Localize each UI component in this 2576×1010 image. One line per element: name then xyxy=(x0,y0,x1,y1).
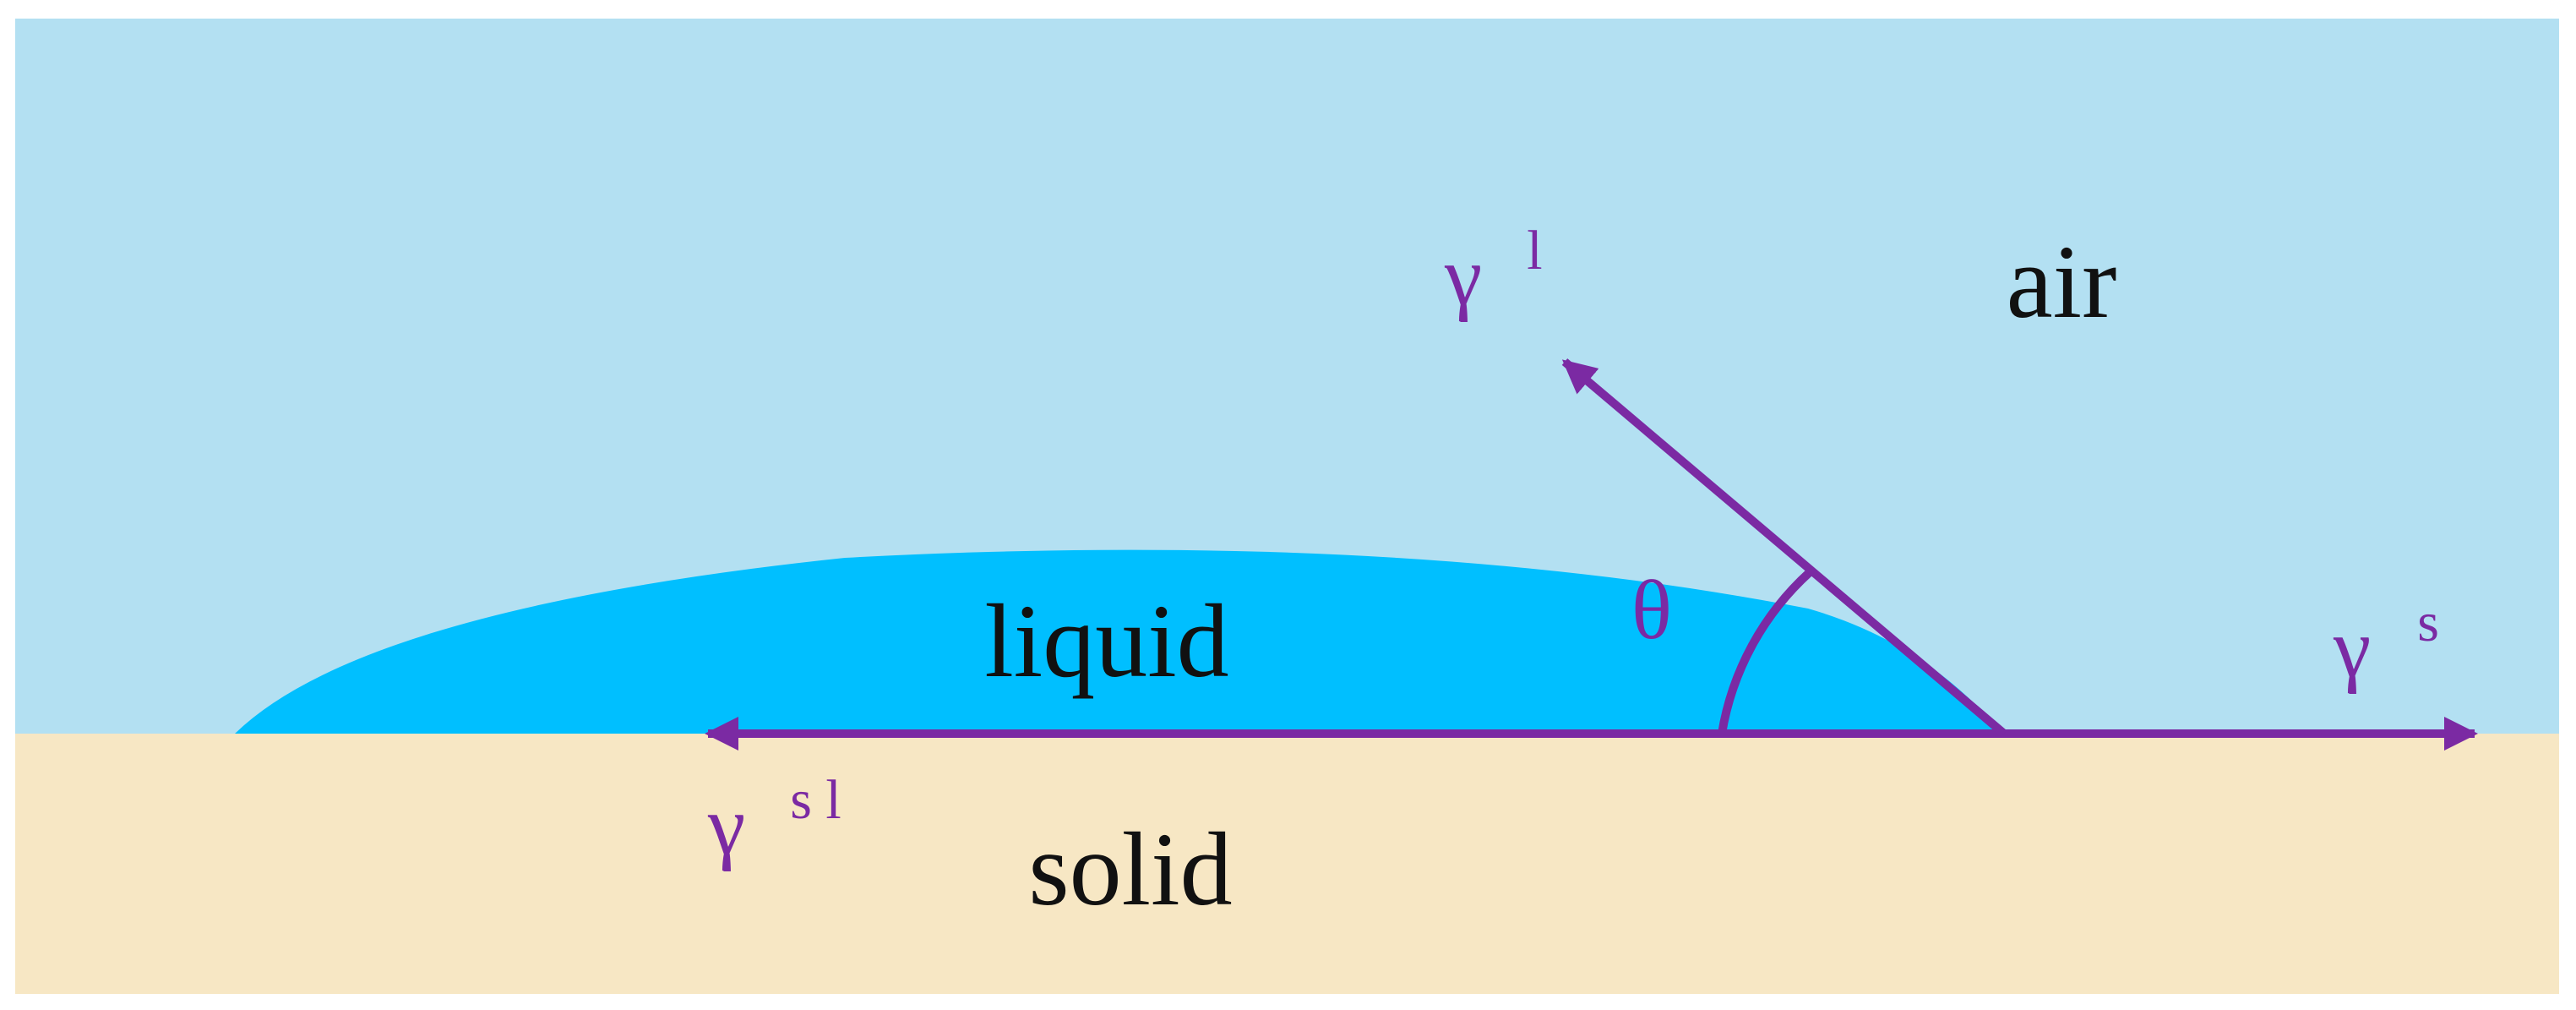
contact-angle-arc xyxy=(1718,569,1813,734)
liquid-vapor-tension-arrow xyxy=(1561,358,2007,737)
liquid-vapor-superscript: l xyxy=(1527,220,1542,281)
solid-vapor-tension-label: γ s xyxy=(2333,592,2439,695)
solid-liquid-superscript: s l xyxy=(790,769,841,831)
liquid-vapor-gamma: γ xyxy=(1444,229,1482,323)
liquid-label: liquid xyxy=(984,583,1228,699)
air-label: air xyxy=(2007,224,2117,340)
solid-vapor-gamma: γ xyxy=(2333,601,2371,695)
liquid-droplet xyxy=(235,549,2002,734)
solid-vapor-superscript: s xyxy=(2417,592,2439,653)
solid-substrate xyxy=(15,734,2559,994)
solid-label: solid xyxy=(1028,811,1232,927)
contact-angle-label: θ xyxy=(1631,563,1672,657)
solid-liquid-gamma: γ xyxy=(707,778,745,872)
solid-liquid-tension-label: γ s l xyxy=(707,769,841,872)
liquid-vapor-tension-label: γ l xyxy=(1444,220,1543,323)
